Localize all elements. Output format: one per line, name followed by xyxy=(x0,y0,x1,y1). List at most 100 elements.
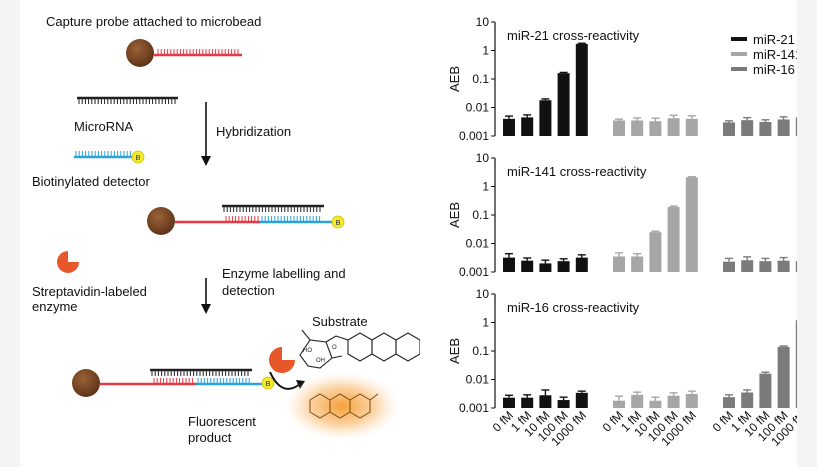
svg-text:OH: OH xyxy=(316,358,325,364)
bar-miR-141-5 xyxy=(685,393,698,408)
enzyme-labelling-line2: detection xyxy=(222,283,275,298)
bar-miR-21-4 xyxy=(557,261,570,272)
biotin-mark: B xyxy=(265,379,270,388)
microbead-2 xyxy=(147,207,175,235)
bar-miR-16-5 xyxy=(795,261,797,272)
bar-miR-21-2 xyxy=(521,397,534,408)
schematic-drawing: B B xyxy=(57,39,420,440)
y-tick-label: 1 xyxy=(482,180,489,194)
bar-miR-141-4 xyxy=(667,395,680,408)
bar-miR-16-2 xyxy=(741,260,754,272)
microrna-strand xyxy=(77,96,178,104)
bar-miR-141-1 xyxy=(613,256,625,272)
y-tick-label: 1 xyxy=(482,316,489,330)
streptavidin-label-line2: enzyme xyxy=(32,299,78,314)
bar-miR-16-4 xyxy=(777,346,790,408)
bar-miR-141-1 xyxy=(613,400,625,408)
biotin-icon xyxy=(131,150,145,164)
enzyme-icon xyxy=(269,347,295,373)
legend-label: miR-16 xyxy=(753,62,795,77)
hybridized-complex: B xyxy=(147,204,345,235)
bar-miR-141-2 xyxy=(631,394,644,408)
bar-miR-21-4 xyxy=(557,73,570,136)
legend-label: miR-141 xyxy=(753,47,797,62)
bar-miR-16-5 xyxy=(795,320,797,408)
bar-miR-16-2 xyxy=(741,392,754,408)
bar-miR-16-5 xyxy=(795,117,797,136)
bar-miR-21-5 xyxy=(575,257,588,272)
svg-text:HO: HO xyxy=(303,348,312,354)
fluorescent-product-line1: Fluorescent xyxy=(188,414,256,429)
substrate-label: Substrate xyxy=(312,314,368,329)
chart-title: miR-21 cross-reactivity xyxy=(507,28,640,43)
chart-title: miR-141 cross-reactivity xyxy=(507,164,647,179)
bar-miR-21-3 xyxy=(539,100,552,136)
svg-text:O: O xyxy=(332,345,337,351)
y-tick-label: 0.001 xyxy=(459,265,489,279)
y-tick-label: 10 xyxy=(476,15,490,29)
biotin-mark: B xyxy=(135,153,140,162)
bar-miR-21-1 xyxy=(503,118,515,136)
biotin-icon xyxy=(331,215,345,229)
bar-miR-21-2 xyxy=(521,117,534,136)
biotinylated-detector: B xyxy=(74,150,145,164)
y-tick-label: 0.001 xyxy=(459,129,489,143)
bar-miR-16-1 xyxy=(723,122,735,136)
figure-frame: Capture probe attached to microbead Micr… xyxy=(20,0,797,467)
y-tick-label: 0.01 xyxy=(466,237,490,251)
legend-swatch xyxy=(731,37,747,41)
bar-miR-21-2 xyxy=(521,260,534,272)
fluorescent-product xyxy=(284,372,400,440)
arrow-down-icon xyxy=(201,102,211,166)
microbead-1 xyxy=(126,39,154,67)
microbead-3 xyxy=(72,369,100,397)
fluorescent-product-line2: product xyxy=(188,430,232,445)
labelled-complex: B xyxy=(72,347,305,397)
y-tick-label: 10 xyxy=(476,151,490,165)
capture-probe-label: Capture probe attached to microbead xyxy=(46,14,262,29)
bar-miR-21-4 xyxy=(557,400,570,408)
bar-miR-16-4 xyxy=(777,119,790,136)
bar-miR-21-3 xyxy=(539,263,552,272)
y-tick-label: 0.001 xyxy=(459,401,489,415)
bar-miR-16-3 xyxy=(759,261,772,272)
enzyme-icon xyxy=(57,251,79,273)
bar-miR-16-3 xyxy=(759,373,772,408)
bar-miR-141-2 xyxy=(631,120,644,136)
y-axis-label: AEB xyxy=(447,338,462,364)
biotin-mark: B xyxy=(335,218,340,227)
substrate-molecule: O HO OH xyxy=(299,329,420,369)
arrow-down-icon xyxy=(201,278,211,314)
bar-miR-21-5 xyxy=(575,43,588,136)
biotinylated-detector-label: Biotinylated detector xyxy=(32,174,150,189)
y-tick-label: 0.01 xyxy=(466,373,490,387)
y-axis-label: AEB xyxy=(447,66,462,92)
bar-miR-141-3 xyxy=(649,121,662,136)
bar-miR-141-1 xyxy=(613,120,625,136)
bar-miR-141-5 xyxy=(685,177,698,272)
streptavidin-label-line1: Streptavidin-labeled xyxy=(32,284,147,299)
bar-miR-21-1 xyxy=(503,257,515,272)
bar-miR-16-1 xyxy=(723,261,735,272)
bar-miR-141-4 xyxy=(667,207,680,272)
bar-miR-141-4 xyxy=(667,118,680,136)
legend-swatch xyxy=(731,67,747,71)
y-tick-label: 0.1 xyxy=(472,72,489,86)
bar-miR-141-5 xyxy=(685,118,698,136)
bar-miR-141-2 xyxy=(631,256,644,272)
hybridization-label: Hybridization xyxy=(216,124,292,139)
bar-miR-21-5 xyxy=(575,392,588,408)
bar-miR-21-3 xyxy=(539,395,552,408)
y-tick-label: 0.01 xyxy=(466,101,490,115)
y-tick-label: 1 xyxy=(482,44,489,58)
chart-title: miR-16 cross-reactivity xyxy=(507,300,640,315)
chart-panel-1: 10 1 0.1 0.01 0.001 AEB miR-21 cross-reactivit… xyxy=(447,15,797,143)
bar-miR-16-1 xyxy=(723,397,735,408)
bar-miR-16-2 xyxy=(741,120,754,136)
legend-swatch xyxy=(731,52,747,56)
biotin-icon xyxy=(261,376,275,390)
bar-miR-141-3 xyxy=(649,400,662,408)
